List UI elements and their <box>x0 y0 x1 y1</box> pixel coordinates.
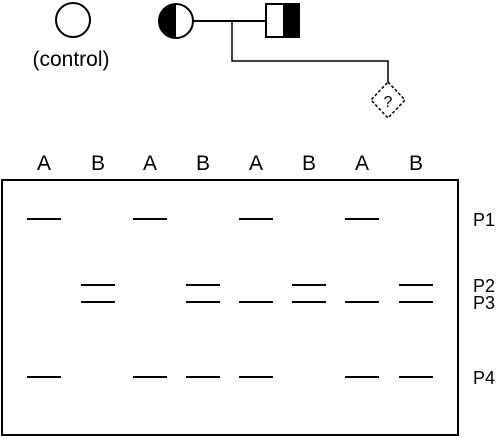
bands <box>27 218 433 378</box>
mother-half-fill <box>159 4 176 38</box>
band-label-p1: P1 <box>473 210 495 230</box>
pedigree: (control) ? <box>32 2 407 120</box>
band-label-p4: P4 <box>473 368 495 388</box>
descent-line <box>231 21 389 82</box>
lane-label: B <box>409 152 423 175</box>
lane-label: B <box>302 152 316 175</box>
lane-label: A <box>37 152 51 175</box>
band-label-p3: P3 <box>473 293 495 313</box>
carrier-mother <box>158 3 194 39</box>
lane-label: A <box>249 152 263 175</box>
lane-label: B <box>91 152 105 175</box>
gel-box <box>1 179 459 436</box>
carrier-father <box>265 3 300 38</box>
unknown-diamond <box>369 80 407 120</box>
band-label-p2: P2 <box>473 276 495 296</box>
unknown-label: ? <box>384 94 393 111</box>
unknown-child: ? <box>369 80 407 120</box>
control-label: (control) <box>32 48 109 71</box>
lane-label: B <box>196 152 210 175</box>
lane-label: A <box>355 152 369 175</box>
lane-label: A <box>143 152 157 175</box>
father-half-fill <box>283 4 299 37</box>
control-circle <box>55 2 91 38</box>
